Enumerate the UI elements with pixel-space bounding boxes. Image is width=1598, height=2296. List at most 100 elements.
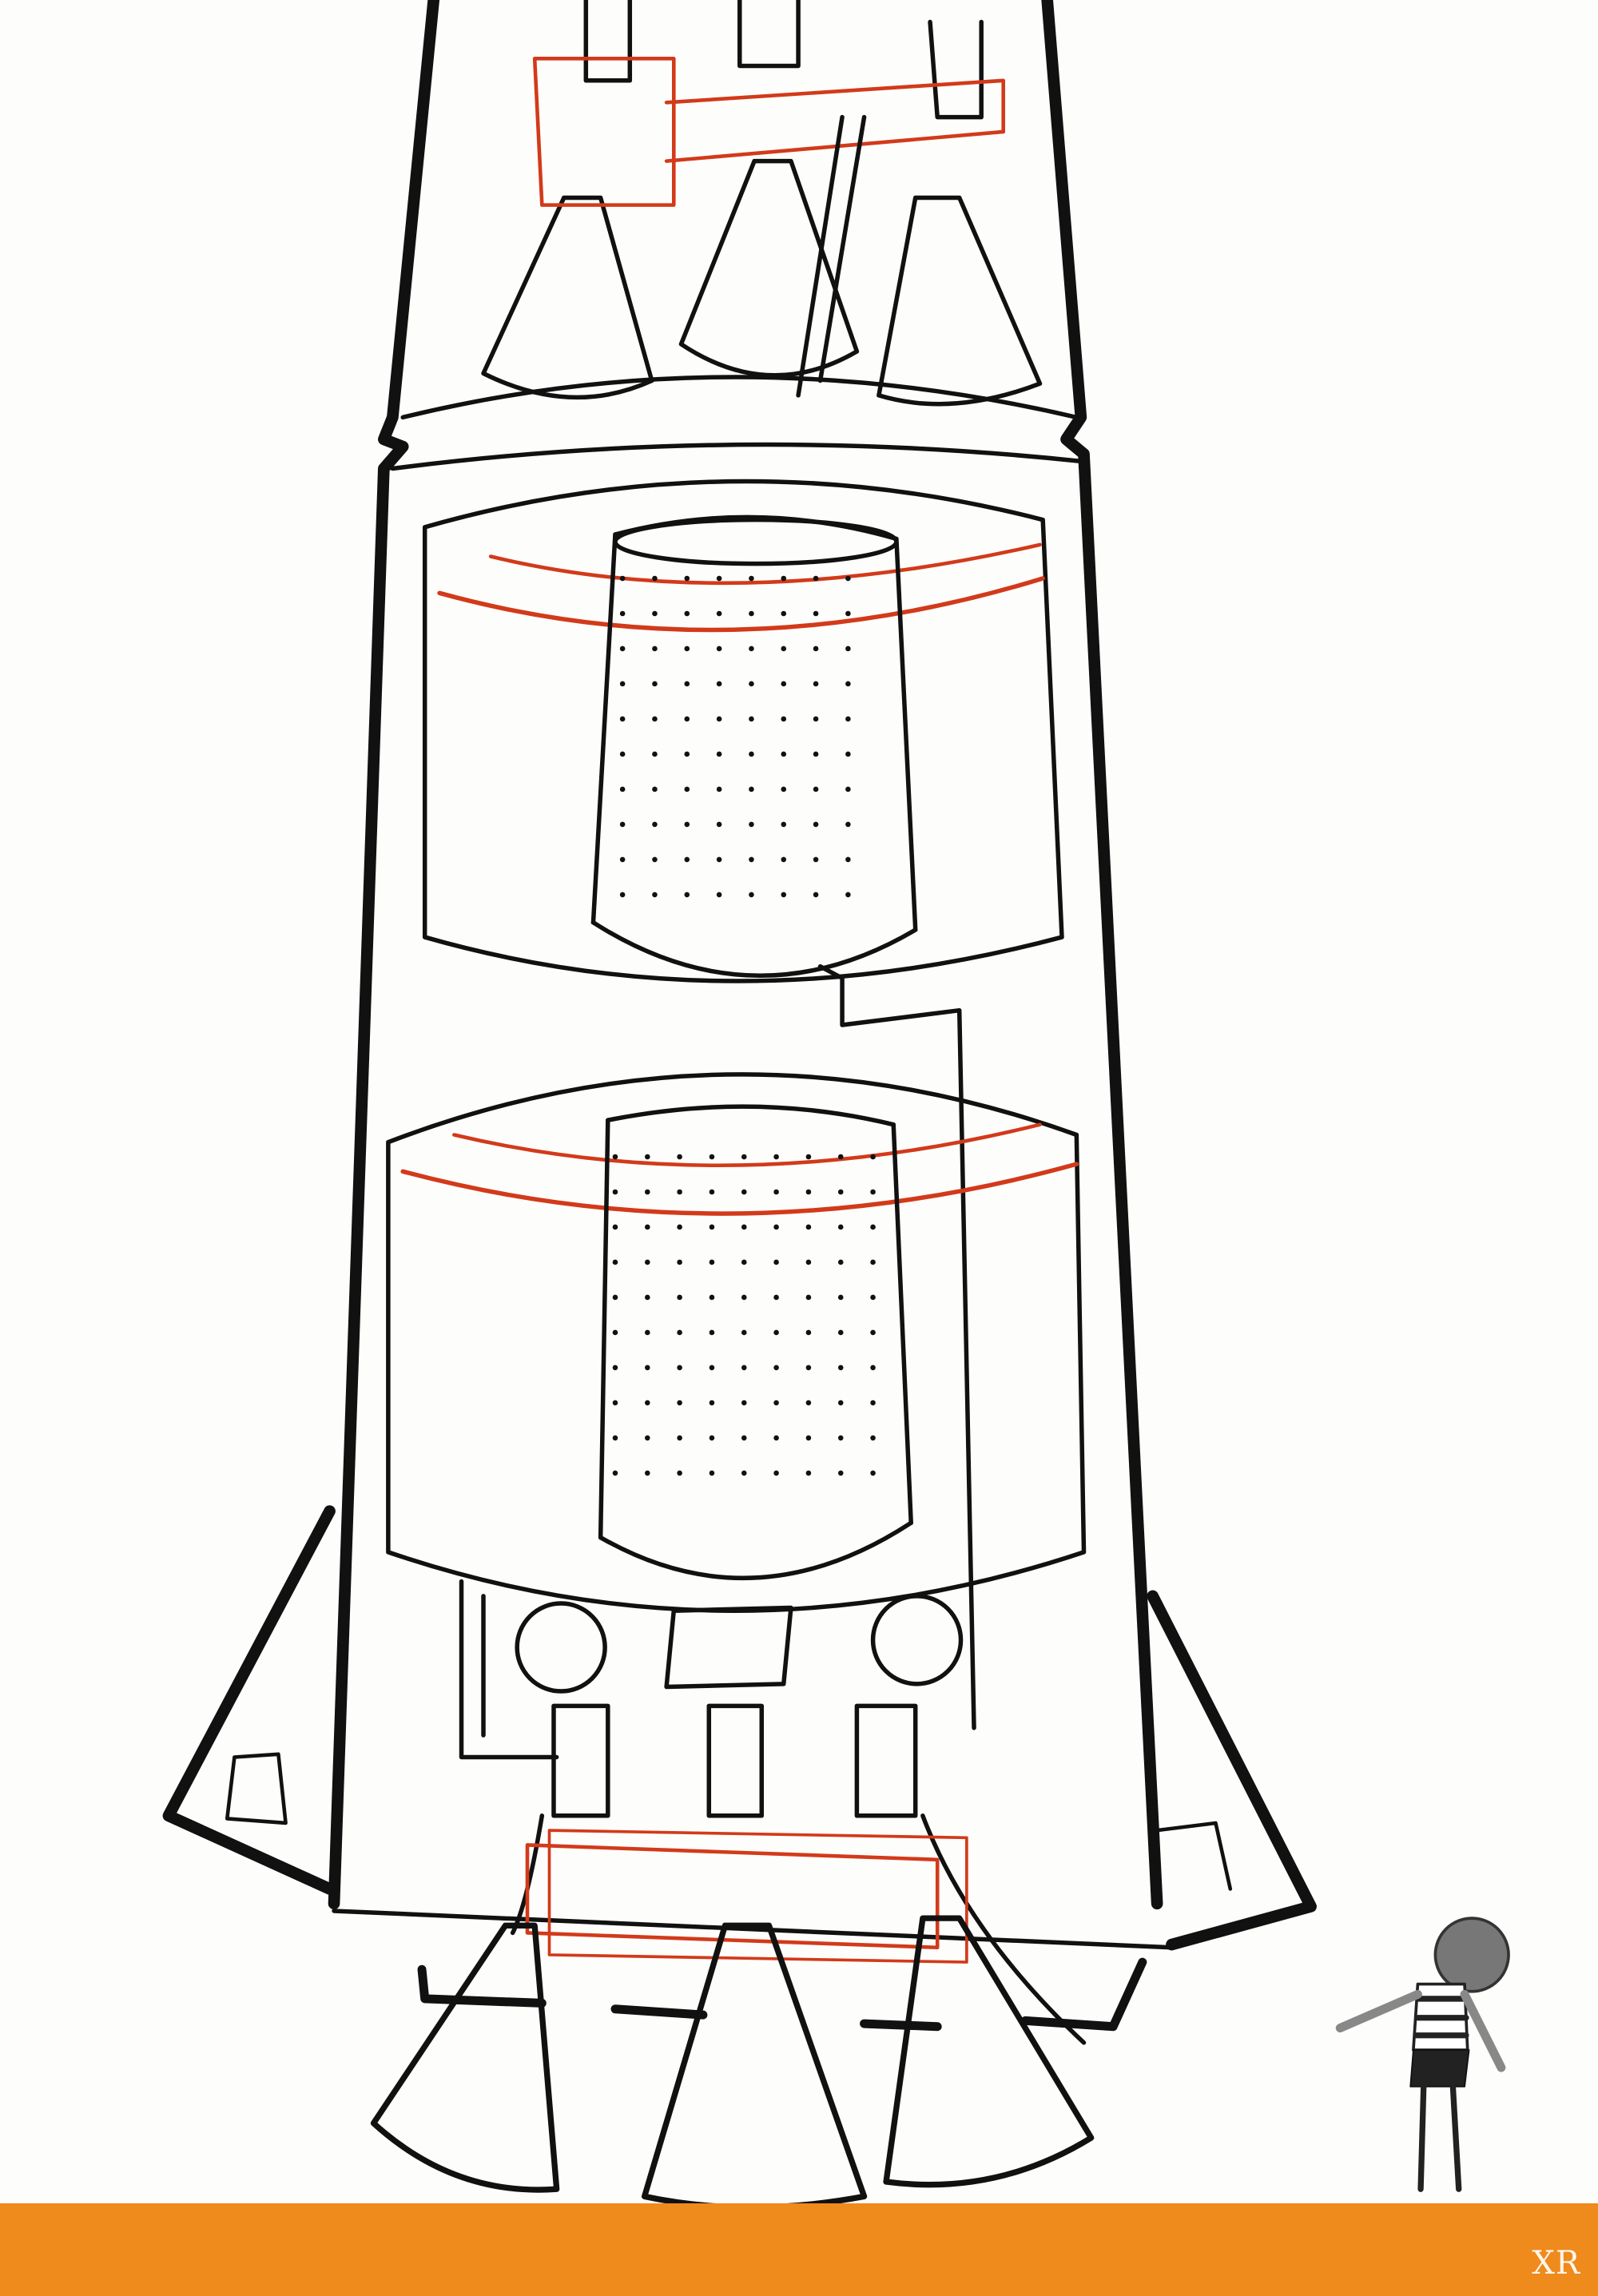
tank-dot [781,786,787,792]
tank-dot [837,1259,844,1265]
tank-dot [677,1259,682,1265]
tank-dot [870,1189,876,1195]
tank-dot [845,575,851,582]
tank-dot [781,892,787,898]
tank-dot [870,1329,876,1336]
tank-dot [837,1470,844,1476]
tank-dot [749,786,754,792]
tank-dot [652,821,658,828]
tank-dot [845,751,851,757]
tank-dot [781,610,787,617]
tank-dot [644,1154,650,1160]
tank-dot [837,1294,844,1301]
tank-dot [716,892,722,898]
tank-dot [684,821,690,828]
tank-dot [781,716,787,722]
tank-dot [813,716,819,722]
tank-dot [837,1435,844,1441]
tank-dot [644,1364,650,1371]
tank-dot [845,681,851,687]
tank-dot [652,575,658,582]
tank-dot [652,786,658,792]
tank-dot [870,1435,876,1441]
tank-dot [813,856,819,863]
tank-dot [773,1224,779,1230]
tank-dot [741,1189,747,1195]
tank-dot [684,856,690,863]
tank-dot [749,575,754,582]
tank-dot [773,1435,779,1441]
tank-dot [805,1364,812,1371]
tank-dot [870,1400,876,1406]
tank-dot [805,1294,812,1301]
tank-dot [652,892,658,898]
tank-dot [612,1189,618,1195]
tank-dot [870,1470,876,1476]
tank-dot [805,1189,812,1195]
tank-dot [845,786,851,792]
tank-dot [741,1364,747,1371]
tank-dot [773,1364,779,1371]
tank-dot [837,1189,844,1195]
tank-dot [741,1470,747,1476]
tank-dot [619,716,626,722]
tank-dot [781,575,787,582]
tank-dot [684,681,690,687]
tank-dot [781,681,787,687]
tank-dot [749,610,754,617]
tank-dot [619,751,626,757]
tank-dot [805,1470,812,1476]
tank-dot [709,1364,715,1371]
tank-dot [749,716,754,722]
tank-dot [644,1470,650,1476]
tank-dot [619,821,626,828]
tank-dot [684,575,690,582]
tank-dot [612,1435,618,1441]
tank-dot [741,1154,747,1160]
tank-dot [652,751,658,757]
tank-dot [749,751,754,757]
tank-dot [612,1470,618,1476]
tank-dot [805,1154,812,1160]
tank-dot [709,1470,715,1476]
tank-dot [870,1224,876,1230]
tank-dot [781,751,787,757]
tank-dot [773,1329,779,1336]
tank-dot [709,1224,715,1230]
tank-dot [612,1294,618,1301]
lower-engine-plumbing [459,1579,1087,2045]
tank-dot [716,716,722,722]
tank-dot [612,1259,618,1265]
tank-dot [677,1224,682,1230]
tank-dot [677,1364,682,1371]
tank-dot [845,892,851,898]
tank-dot [837,1224,844,1230]
tank-dot [870,1364,876,1371]
tank-dot [677,1294,682,1301]
tank-dots [612,575,876,1476]
tank-dot [709,1294,715,1301]
tank-dot [749,821,754,828]
tank-dot [644,1224,650,1230]
tank-dot [709,1400,715,1406]
tank-dot [612,1329,618,1336]
tank-dot [773,1400,779,1406]
tank-dot [644,1259,650,1265]
tank-dot [684,892,690,898]
lower-engines [370,1915,1095,2211]
tank-dot [716,610,722,617]
tank-dot [612,1224,618,1230]
tank-dot [619,575,626,582]
tank-dot [644,1400,650,1406]
tank-dot [813,786,819,792]
tank-dot [805,1400,812,1406]
tank-dot [619,610,626,617]
tank-dot [813,751,819,757]
tank-dot [845,856,851,863]
tank-dot [709,1154,715,1160]
tank-dot [805,1224,812,1230]
tank-dot [716,821,722,828]
tank-dot [837,1154,844,1160]
